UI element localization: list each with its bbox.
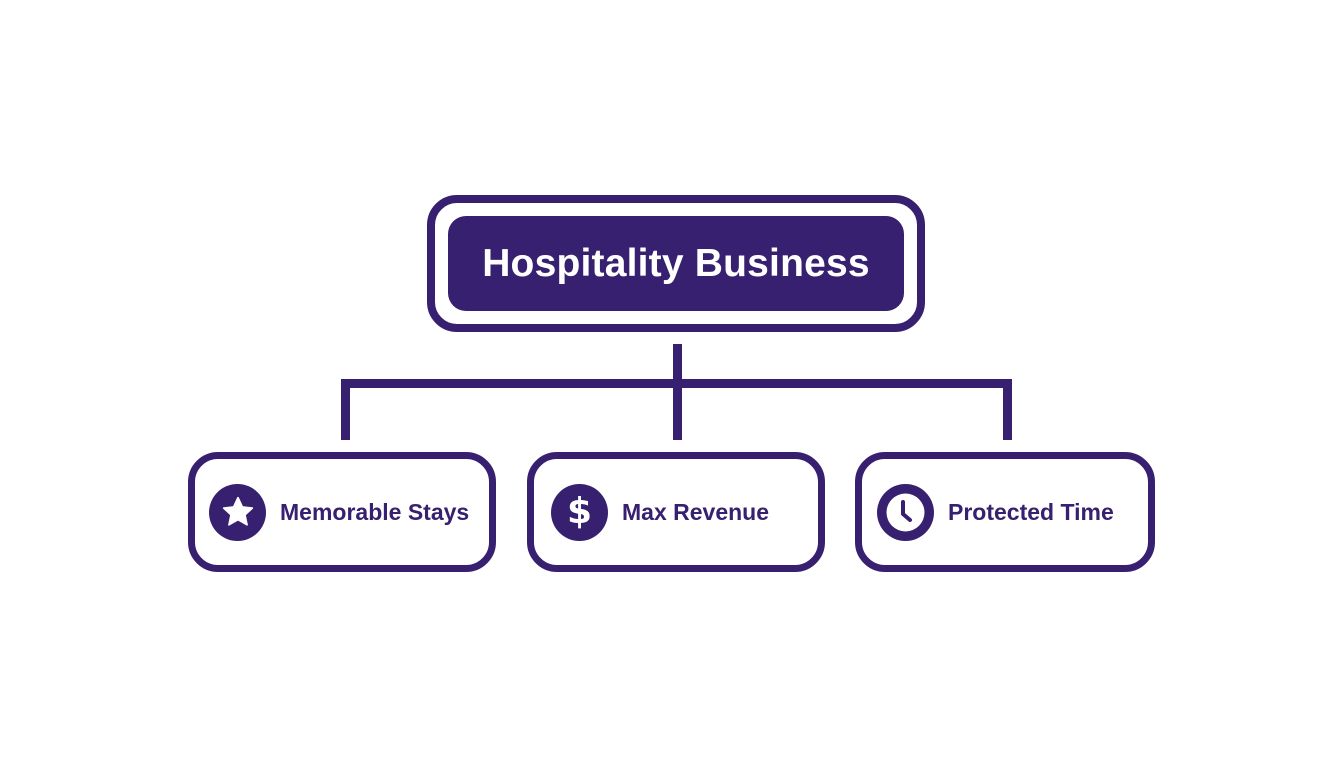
connector-right-branch xyxy=(1003,379,1012,440)
root-node: Hospitality Business xyxy=(427,195,925,332)
clock-icon xyxy=(877,483,934,541)
connector-left-branch xyxy=(341,379,350,440)
connector-root-stem xyxy=(673,344,682,440)
child-node-memorable-stays: Memorable Stays xyxy=(188,452,496,572)
root-node-label: Hospitality Business xyxy=(482,241,870,285)
child-node-label: Max Revenue xyxy=(622,498,770,525)
child-node-protected-time: Protected Time xyxy=(855,452,1155,572)
child-node-max-revenue: $ Max Revenue xyxy=(527,452,825,572)
connector-horizontal-bar xyxy=(341,379,1012,388)
dollar-icon: $ xyxy=(551,483,608,541)
child-node-label: Protected Time xyxy=(948,498,1114,525)
root-node-fill: Hospitality Business xyxy=(448,216,904,311)
child-node-label: Memorable Stays xyxy=(280,498,470,525)
star-icon xyxy=(209,483,266,541)
